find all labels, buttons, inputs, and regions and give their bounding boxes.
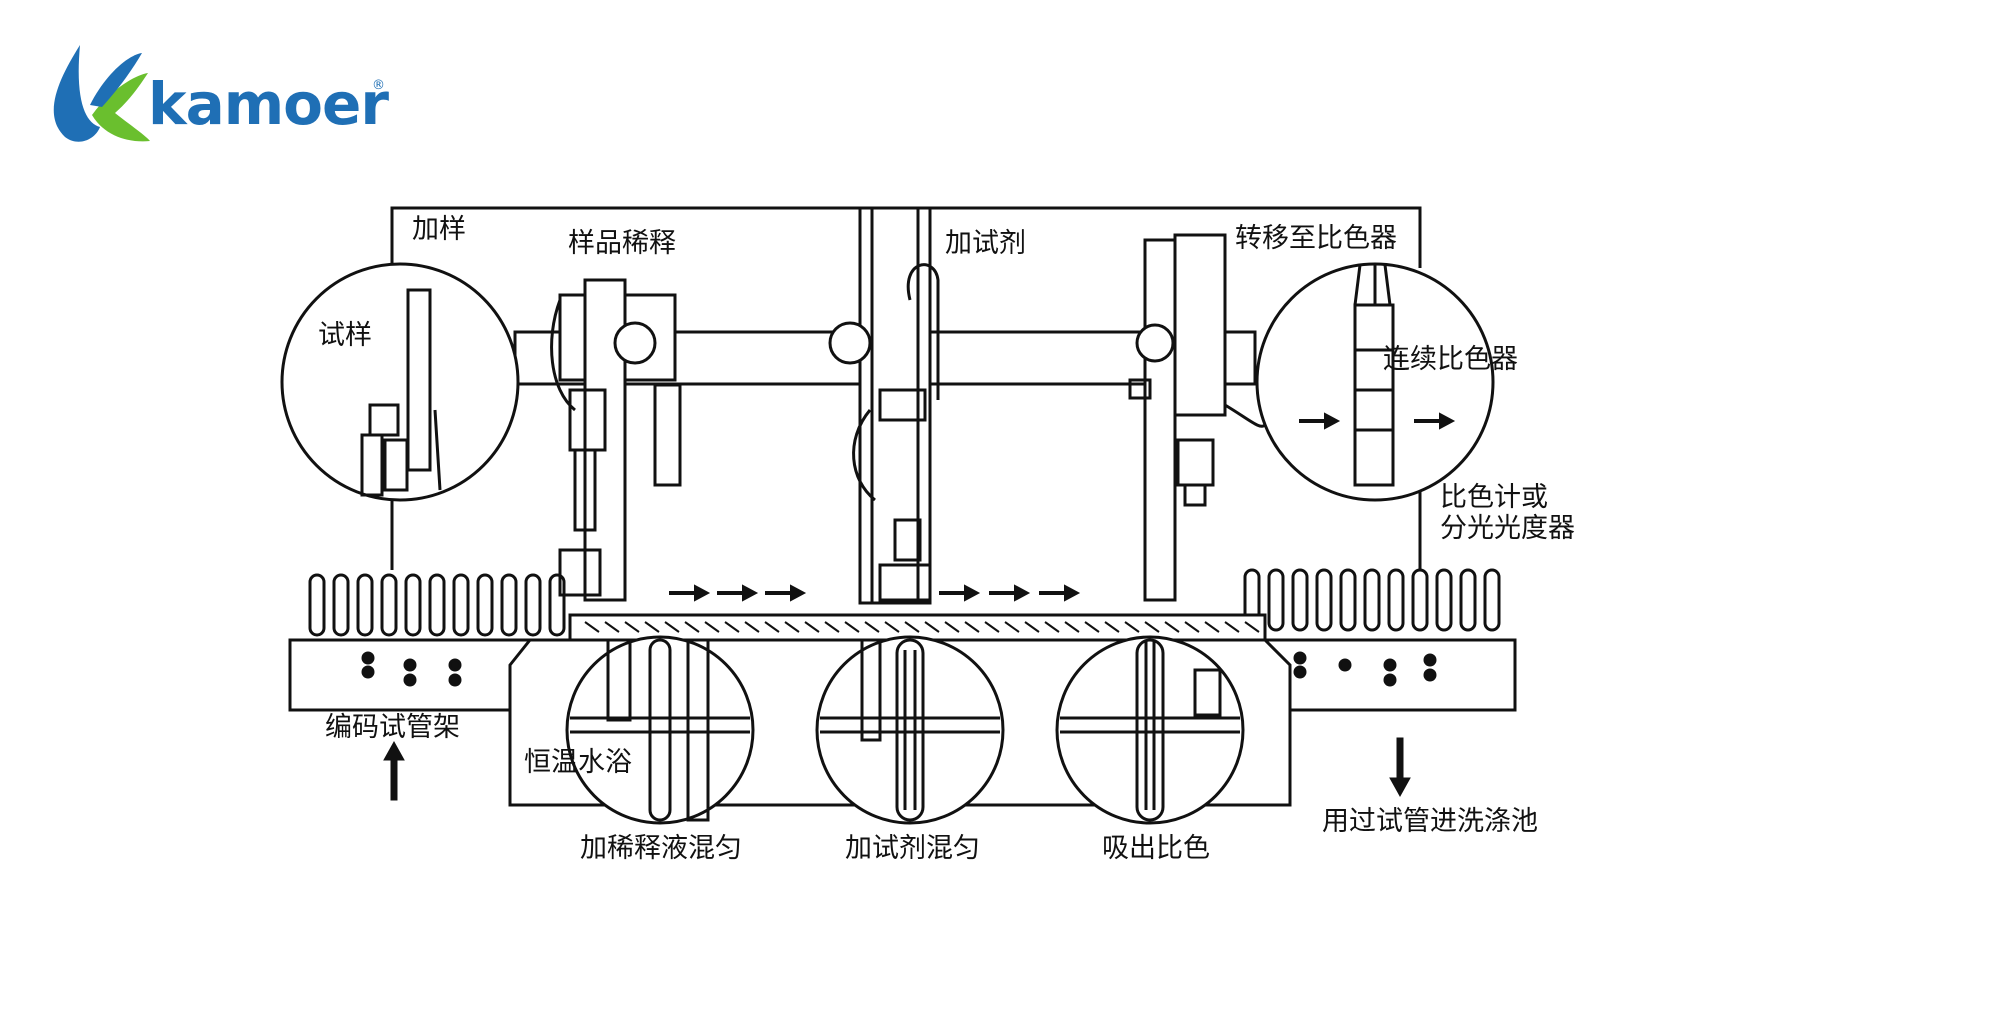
conveyor-flow-arrows [669, 584, 1081, 602]
label-test-sample: 试样 [318, 320, 372, 351]
transfer-unit [1128, 233, 1267, 602]
label-colorimeter-or-spectrophotometer: 比色计或 分光光度器 [1440, 482, 1575, 545]
diluent-mix-circle [565, 635, 755, 825]
brand-name: kamoer [148, 70, 389, 138]
colorimeter-flow-arrows [1299, 412, 1456, 430]
aspiration-circle [1055, 635, 1245, 825]
label-add-diluent-mix: 加稀释液混匀 [580, 833, 742, 864]
label-add-reagent-mix: 加试剂混匀 [845, 833, 980, 864]
label-thermostatic-water-bath: 恒温水浴 [524, 747, 632, 778]
reagent-mix-circle [815, 635, 1005, 825]
label-add-reagent: 加试剂 [945, 228, 1026, 259]
flow-arrow-icon [939, 584, 981, 602]
label-used-tubes-to-wash-tank: 用过试管进洗涤池 [1322, 806, 1538, 837]
label-continuous-colorimeter: 连续比色器 [1383, 344, 1518, 375]
label-sample-dilution: 样品稀释 [568, 228, 676, 259]
dilution-unit [550, 278, 682, 602]
flow-arrow-icon [765, 584, 807, 602]
arrow-down-icon [1389, 737, 1411, 798]
label-coded-tube-rack: 编码试管架 [325, 712, 460, 743]
colorimeter-magnifier-circle [1255, 262, 1495, 502]
arrow-up-icon [383, 740, 405, 801]
flow-arrow-icon [989, 584, 1031, 602]
registered-mark: ® [372, 78, 385, 93]
flow-arrow-icon [669, 584, 711, 602]
flow-arrow-icon [1414, 412, 1456, 430]
label-aspirate-colorimetry: 吸出比色 [1102, 833, 1210, 864]
sample-magnifier-circle [280, 262, 520, 502]
label-transfer-to-colorimeter: 转移至比色器 [1235, 223, 1397, 254]
flow-arrow-icon [717, 584, 759, 602]
label-add-sample: 加样 [412, 214, 466, 245]
reagent-unit [828, 263, 940, 602]
logo-green-leaf [92, 73, 150, 142]
left-tubes [308, 573, 566, 637]
right-tubes [1243, 568, 1501, 632]
right-tube-rack [1243, 568, 1517, 712]
flow-arrow-icon [1299, 412, 1341, 430]
kamoer-logo-icon [53, 45, 150, 142]
logo-blue-leaf [90, 53, 142, 107]
logo-blue-drop [53, 45, 100, 142]
flow-arrow-icon [1039, 584, 1081, 602]
